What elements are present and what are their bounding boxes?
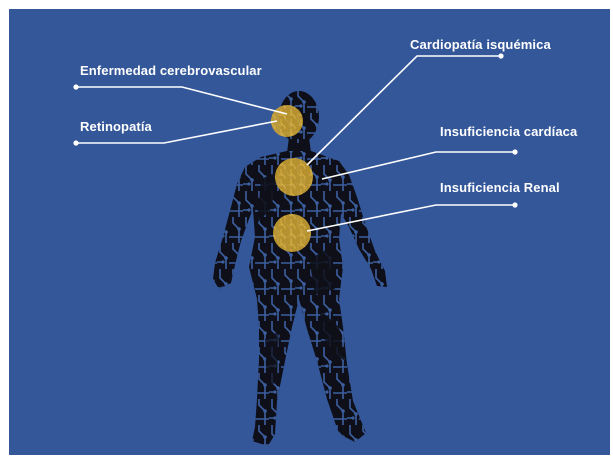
leader-dot-retinopatia <box>73 140 78 145</box>
leader-dot-insuficiencia-renal <box>512 202 517 207</box>
label-insuficiencia-cardiaca: Insuficiencia cardíaca <box>440 124 577 139</box>
leader-dot-cerebrovascular <box>73 84 78 89</box>
label-cardiopatia-isquemica: Cardiopatía isquémica <box>410 37 551 52</box>
leader-dot-insuficiencia-cardiaca <box>512 149 517 154</box>
hotspot-kidney[interactable] <box>273 214 311 252</box>
diagram-panel: Enfermedad cerebrovascular Retinopatía C… <box>9 9 610 455</box>
label-retinopatia: Retinopatía <box>80 119 152 134</box>
label-insuficiencia-renal: Insuficiencia Renal <box>440 180 560 195</box>
leader-dot-cardiopatia-isquemica <box>498 53 503 58</box>
label-enfermedad-cerebrovascular: Enfermedad cerebrovascular <box>80 63 262 78</box>
